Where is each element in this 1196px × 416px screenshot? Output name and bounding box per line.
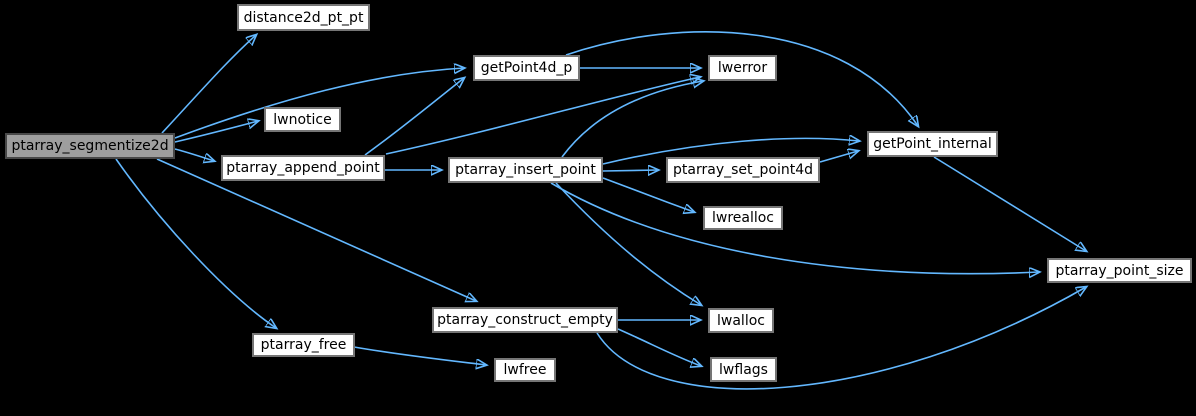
node-lwrealloc[interactable]: lwrealloc (703, 206, 783, 230)
node-label: distance2d_pt_pt (243, 9, 364, 26)
node-ptarray-construct-empty[interactable]: ptarray_construct_empty (432, 307, 618, 333)
node-lwerror[interactable]: lwerror (708, 55, 777, 81)
node-getpoint-internal[interactable]: getPoint_internal (867, 131, 998, 157)
node-lwfree[interactable]: lwfree (494, 358, 556, 382)
node-label: ptarray_free (260, 337, 347, 353)
edge-ptarray_set_point4d-getPoint_internal (819, 151, 858, 163)
node-label: ptarray_set_point4d (673, 162, 813, 178)
node-label: lwfree (503, 362, 547, 378)
edge-ptarray_insert_point-getPoint_internal (602, 138, 859, 165)
edge-ptarray_segmentize2d-ptarray_free (115, 158, 276, 328)
node-lwnotice[interactable]: lwnotice (264, 107, 341, 132)
edge-ptarray_insert_point-ptarray_set_point4d (602, 170, 658, 171)
node-label: lwalloc (717, 312, 765, 329)
node-label: getPoint4d_p (480, 60, 573, 76)
node-ptarray-insert-point[interactable]: ptarray_insert_point (448, 157, 603, 183)
node-ptarray-segmentize2d[interactable]: ptarray_segmentize2d (5, 133, 175, 159)
edge-ptarray_insert_point-lwerror (561, 81, 703, 158)
edge-getPoint_internal-ptarray_point_size (933, 156, 1086, 251)
node-label: ptarray_construct_empty (437, 312, 613, 328)
node-label: ptarray_point_size (1055, 262, 1184, 279)
node-ptarray-set-point4d[interactable]: ptarray_set_point4d (666, 157, 820, 183)
node-distance2d-pt-pt[interactable]: distance2d_pt_pt (237, 4, 370, 31)
node-label: lwerror (717, 60, 768, 76)
node-label: lwflags (719, 361, 768, 378)
node-ptarray-append-point[interactable]: ptarray_append_point (221, 155, 385, 181)
edge-ptarray_free-lwfree (353, 346, 486, 365)
edge-ptarray_segmentize2d-lwnotice (174, 121, 258, 143)
node-getpoint4d-p[interactable]: getPoint4d_p (473, 55, 580, 81)
edge-ptarray_insert_point-lwalloc (555, 182, 701, 305)
node-label: ptarray_append_point (226, 160, 380, 176)
node-label: lwnotice (273, 111, 332, 128)
node-lwflags[interactable]: lwflags (710, 357, 777, 382)
edge-ptarray_construct_empty-lwflags (617, 328, 701, 366)
edge-ptarray_append_point-lwerror (385, 77, 700, 155)
edge-ptarray_segmentize2d-distance2d_pt_pt (161, 35, 256, 134)
edge-ptarray_segmentize2d-ptarray_append_point (174, 148, 214, 161)
edge-ptarray_segmentize2d-ptarray_construct_empty (156, 158, 476, 301)
edge-ptarray_insert_point-lwrealloc (602, 177, 694, 212)
node-label: ptarray_segmentize2d (11, 138, 169, 154)
edge-ptarray_segmentize2d-getPoint4d_p (174, 68, 464, 139)
node-lwalloc[interactable]: lwalloc (708, 308, 774, 333)
node-ptarray-point-size[interactable]: ptarray_point_size (1047, 258, 1192, 283)
node-label: ptarray_insert_point (455, 162, 596, 178)
edge-getPoint4d_p-getPoint_internal (565, 31, 918, 126)
edge-ptarray_construct_empty-ptarray_point_size (596, 287, 1086, 390)
edge-ptarray_insert_point-ptarray_point_size (550, 182, 1039, 274)
node-label: lwrealloc (711, 210, 775, 226)
node-ptarray-free[interactable]: ptarray_free (252, 333, 355, 357)
node-label: getPoint_internal (873, 136, 992, 152)
edge-ptarray_append_point-getPoint4d_p (364, 78, 464, 156)
